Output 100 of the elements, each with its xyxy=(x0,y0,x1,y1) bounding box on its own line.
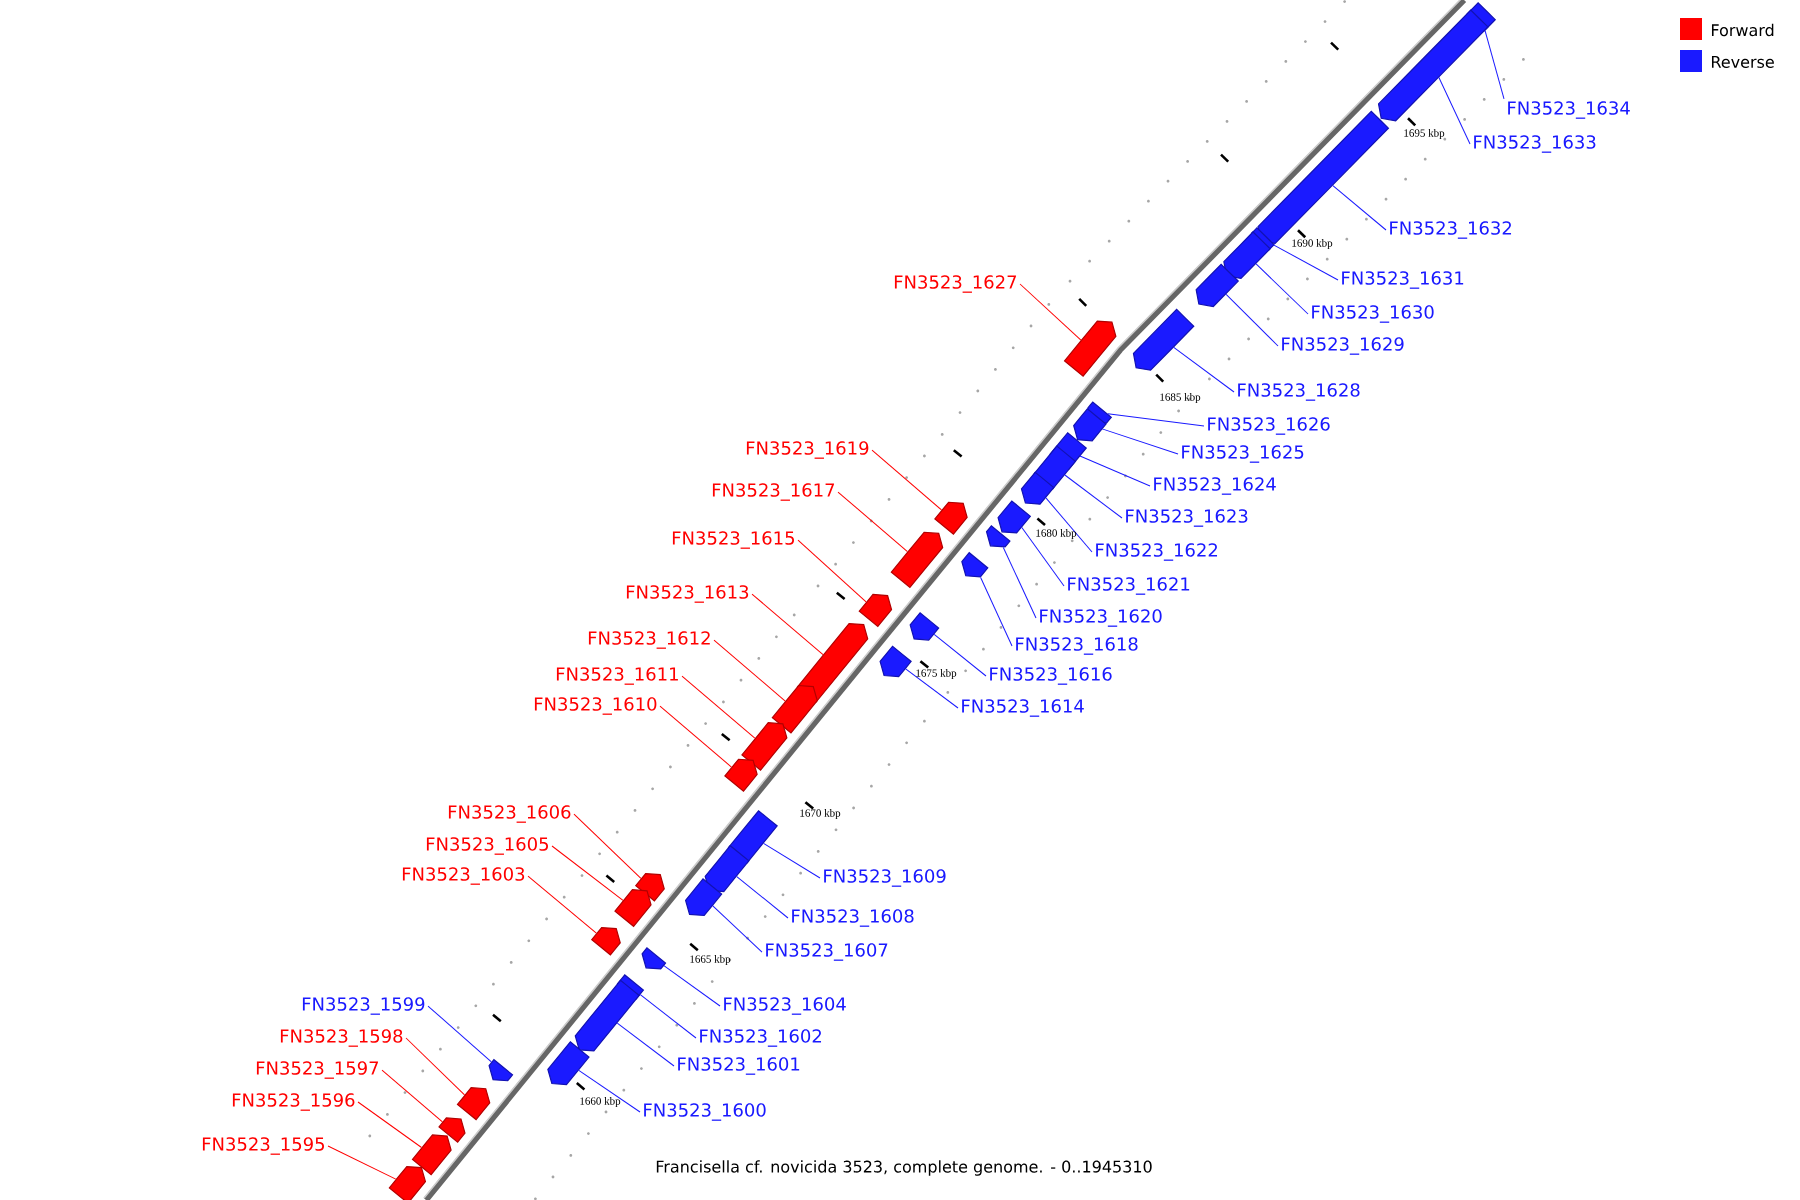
gene-label: FN3523_1621 xyxy=(1068,577,1190,595)
gene-label: FN3523_1602 xyxy=(700,1029,821,1047)
gene-label: FN3523_1614 xyxy=(962,699,1084,717)
gene-label: FN3523_1624 xyxy=(1154,477,1276,495)
gene-block xyxy=(1073,408,1107,442)
leader-line xyxy=(405,1037,466,1096)
leader-line xyxy=(713,639,786,702)
leader-line xyxy=(1045,497,1093,553)
leader-line xyxy=(1019,283,1082,341)
gene-label: FN3523_1596 xyxy=(232,1093,355,1111)
gene-label: FN3523_1622 xyxy=(1096,543,1217,561)
gene-label: FN3523_1599 xyxy=(302,997,425,1015)
gene-label: FN3523_1610 xyxy=(534,697,657,715)
gene-label: FN3523_1613 xyxy=(626,585,749,603)
leader-line xyxy=(381,1069,443,1123)
gene-label: FN3523_1595 xyxy=(202,1137,324,1155)
caption: Francisella cf. novicida 3523, complete genome. - 0..1945310 xyxy=(656,1160,1152,1176)
gene-block xyxy=(411,1134,452,1176)
gene-label: FN3523_1609 xyxy=(824,869,946,887)
gene-block xyxy=(438,1117,466,1143)
leader-line xyxy=(573,813,642,879)
gene-label: FN3523_1598 xyxy=(280,1029,403,1047)
gene-block xyxy=(1195,263,1240,308)
gene-block xyxy=(934,501,968,535)
leader-line xyxy=(663,965,721,1007)
leader-line xyxy=(1255,263,1309,315)
gene-label: FN3523_1620 xyxy=(1040,609,1162,627)
gene-label: FN3523_1629 xyxy=(1282,337,1404,355)
leader-line xyxy=(357,1101,423,1148)
leader-line xyxy=(1079,455,1151,487)
leader-line xyxy=(1484,30,1505,100)
gene-label: FN3523_1619 xyxy=(746,441,869,459)
gene-label: FN3523_1615 xyxy=(672,531,794,549)
gene-label: FN3523_1608 xyxy=(792,909,914,927)
gene-block xyxy=(997,500,1032,534)
legend-label: Reverse xyxy=(1712,56,1774,68)
gene-label: FN3523_1631 xyxy=(1342,271,1464,289)
leader-line xyxy=(1021,527,1065,587)
leader-line xyxy=(980,577,1013,647)
gene-block xyxy=(961,551,989,578)
gene-label: FN3523_1630 xyxy=(1312,305,1434,323)
leader-line xyxy=(837,491,908,553)
gene-block xyxy=(1377,9,1489,122)
leader-line xyxy=(1173,346,1235,393)
gene-label: FN3523_1618 xyxy=(1016,637,1138,655)
leader-line xyxy=(578,1069,641,1113)
gene-block xyxy=(1063,320,1117,377)
gene-label: FN3523_1597 xyxy=(256,1061,379,1079)
gene-block xyxy=(724,758,758,792)
leader-line xyxy=(1332,185,1387,231)
leader-line xyxy=(1002,546,1037,619)
gene-block xyxy=(614,889,652,928)
leader-line xyxy=(427,1005,492,1063)
gene-block xyxy=(796,623,869,703)
gene-block xyxy=(547,1041,590,1086)
leader-line xyxy=(905,668,959,709)
gene-label: FN3523_1623 xyxy=(1126,509,1248,527)
gene-label: FN3523_1601 xyxy=(678,1057,800,1075)
gene-block xyxy=(890,531,944,589)
gene-label: FN3523_1604 xyxy=(724,997,846,1015)
leader-line xyxy=(1064,474,1123,519)
gene-label: FN3523_1611 xyxy=(556,667,678,685)
leader-line xyxy=(616,1022,675,1067)
legend-label: Forward xyxy=(1712,23,1774,37)
gene-label: FN3523_1606 xyxy=(448,805,571,823)
gene-block xyxy=(741,722,788,771)
gene-label: FN3523_1603 xyxy=(402,867,525,885)
leader-line xyxy=(1101,428,1179,455)
leader-line xyxy=(712,905,763,953)
gene-label: FN3523_1607 xyxy=(766,943,888,961)
leader-line xyxy=(751,593,824,656)
gene-block xyxy=(574,979,640,1052)
leader-line xyxy=(681,675,756,739)
gene-block xyxy=(456,1087,491,1121)
gene-label: FN3523_1632 xyxy=(1390,221,1511,239)
gene-label: FN3523_1605 xyxy=(426,837,548,855)
gene-label: FN3523_1617 xyxy=(712,483,835,501)
gene-block xyxy=(488,1058,514,1082)
gene-block xyxy=(771,684,818,734)
gene-label: FN3523_1600 xyxy=(644,1103,766,1121)
leader-line xyxy=(933,633,987,677)
gene-block xyxy=(879,645,912,678)
gene-block xyxy=(1132,308,1195,371)
gene-label: FN3523_1628 xyxy=(1238,383,1360,401)
gene-label: FN3523_1616 xyxy=(990,667,1112,685)
leader-line xyxy=(763,842,821,879)
gene-block xyxy=(985,525,1011,548)
gene-label: FN3523_1627 xyxy=(894,275,1017,293)
gene-label: FN3523_1626 xyxy=(1208,417,1330,435)
leader-line xyxy=(797,539,867,603)
leader-line xyxy=(871,449,942,511)
leader-line xyxy=(1438,77,1471,145)
gene-block xyxy=(909,611,940,641)
leader-line xyxy=(327,1145,397,1180)
leader-line xyxy=(736,876,789,919)
gene-label: FN3523_1634 xyxy=(1508,101,1630,119)
leader-line xyxy=(527,875,597,934)
gene-label: FN3523_1633 xyxy=(1474,135,1596,153)
gene-block xyxy=(1257,110,1390,245)
leader-line xyxy=(1273,244,1339,281)
